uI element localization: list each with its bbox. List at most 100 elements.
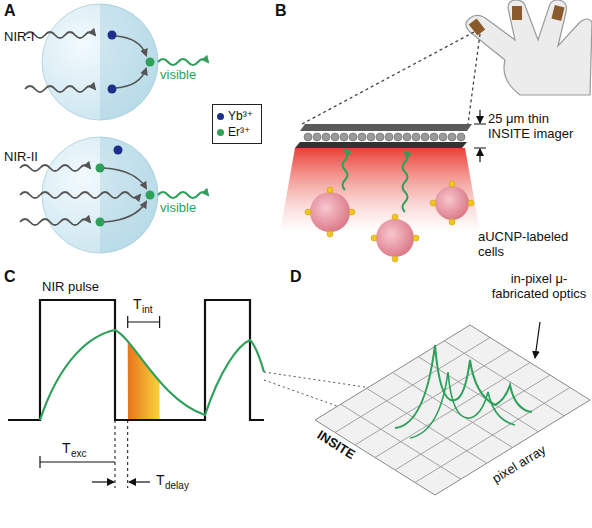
nanoparticle-tags [305, 181, 474, 262]
pixel [376, 133, 384, 141]
er-ion [146, 191, 155, 200]
legend-swatch [217, 113, 224, 120]
pixel [313, 133, 321, 141]
emission-arrow [403, 152, 408, 212]
labeled-cell [435, 186, 469, 220]
pulse-label: NIR pulse [42, 280, 99, 295]
nir-photon [25, 32, 95, 38]
dimension-tick [474, 148, 486, 149]
yb-ion [108, 85, 117, 94]
symbol-label: T [156, 472, 165, 488]
pixel [448, 133, 456, 141]
tint-tick [159, 316, 160, 328]
visible-photon [158, 59, 208, 65]
energy-transfer [116, 36, 146, 55]
imager-bottom-layer [295, 142, 467, 148]
band-label: NIR-II [4, 150, 38, 165]
imager-chip [512, 6, 522, 20]
dimension-label: 25 μm thin INSITE imager [488, 112, 588, 142]
nanoparticle-tag [371, 235, 377, 241]
pixel [457, 133, 465, 141]
panel-letter: C [4, 268, 16, 286]
labeled-cell [310, 192, 350, 232]
band-label: NIR-I [4, 30, 34, 45]
pixel [430, 133, 438, 141]
tint-tick [127, 316, 128, 328]
er-ion [96, 218, 105, 227]
pixel [331, 133, 339, 141]
pixel [421, 133, 429, 141]
er-ion [96, 164, 105, 173]
pixel [349, 133, 357, 141]
energy-transfer [104, 202, 146, 222]
nanoparticle-tag [413, 235, 419, 241]
pixel-row [304, 133, 465, 141]
panel-letter: A [4, 2, 16, 20]
nir-photon [20, 165, 90, 171]
legend-swatch [217, 129, 224, 136]
pixel [439, 133, 447, 141]
imager-top-layer [300, 124, 472, 131]
dimension-arrow [479, 110, 480, 123]
energy-transfer [116, 69, 146, 88]
panel-letter: D [290, 268, 302, 286]
nanoparticle [42, 4, 158, 120]
imager-chip [551, 5, 564, 21]
nanoparticle-tag [392, 256, 398, 262]
energy-transfer [104, 168, 146, 188]
legend-row: Yb³⁺ [215, 108, 259, 124]
nanoparticle-tag [327, 187, 333, 193]
grid-line [375, 363, 530, 458]
nanoparticle-tag [468, 200, 474, 206]
dimension-tick [474, 124, 486, 125]
grid-line [444, 341, 564, 416]
er-ion [146, 58, 155, 67]
integration-window [128, 341, 160, 420]
legend-row: Er³⁺ [215, 124, 259, 140]
emission-label: visible [160, 68, 196, 83]
nanoparticle-tag [327, 231, 333, 237]
pixel [403, 133, 411, 141]
nir-photon [25, 86, 95, 92]
tint-bracket [128, 321, 160, 322]
zoom-line [468, 34, 480, 124]
pixel [367, 133, 375, 141]
texc-tick [39, 456, 40, 468]
pixel [322, 133, 330, 141]
nanoparticle-tag [305, 209, 311, 215]
texc-bracket [40, 461, 115, 462]
tdelay-arrow [92, 481, 114, 482]
tdelay-arrow [129, 481, 150, 482]
nir-photon [20, 192, 140, 198]
emission-arrow [343, 150, 348, 190]
nir-illumination [280, 148, 480, 232]
legend-text: Yb³⁺ [228, 108, 253, 124]
dimension-arrow [479, 149, 480, 162]
nir-photon [20, 219, 90, 225]
guide-line [127, 420, 128, 488]
legend-box: Yb³⁺Er³⁺ [212, 104, 262, 144]
nir-pulse-train [8, 300, 264, 420]
guide-line [115, 420, 116, 488]
glove-hand [466, 0, 592, 95]
cell-label: aUCNP-labeled cells [478, 230, 586, 260]
grid-line [367, 388, 487, 463]
subscript-label: int [142, 304, 153, 316]
pixel [304, 133, 312, 141]
symbol-label: T [62, 440, 71, 456]
pixel [340, 133, 348, 141]
nanoparticle-tag [392, 214, 398, 220]
nanoparticle-tag [430, 200, 436, 206]
visible-photon [158, 192, 208, 198]
callout-arrow [535, 322, 540, 358]
pixel-array [315, 325, 590, 495]
yb-ion [114, 146, 123, 155]
signal-peaks [395, 345, 532, 428]
zoom-line [302, 32, 474, 124]
panel-letter: B [275, 2, 287, 20]
pixel [394, 133, 402, 141]
labeled-cell [376, 219, 414, 257]
nanoparticle-tag [349, 209, 355, 215]
